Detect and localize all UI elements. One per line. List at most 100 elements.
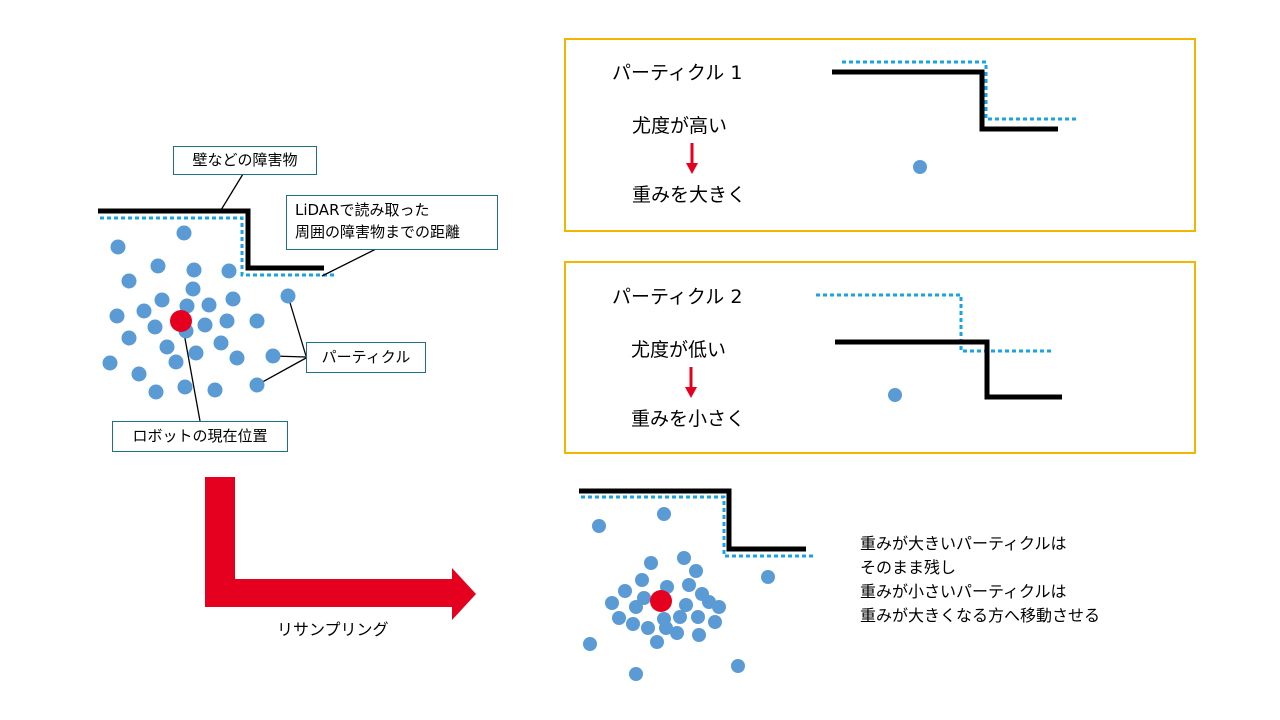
lidar-reading-panel-2: [816, 293, 1052, 353]
particle: [618, 584, 632, 598]
robot-position-marker-resampled: [650, 590, 672, 612]
particle: [641, 621, 655, 635]
resampling-arrow: [205, 477, 476, 620]
panel-2-weight: 重みを小さく: [631, 408, 746, 430]
description-line-1: 重みが大きいパーティクルは: [860, 534, 1067, 553]
left-scene: [98, 173, 379, 422]
particle: [692, 628, 706, 642]
particle: [265, 348, 281, 364]
panel-1-likelihood: 尤度が高い: [632, 115, 728, 137]
obstacle-label: 壁などの障害物: [192, 151, 298, 169]
particle-label: パーティクル: [321, 348, 411, 366]
particle: [185, 281, 201, 297]
particle: [168, 354, 184, 370]
particle: [612, 611, 626, 625]
particle: [708, 615, 722, 629]
particle: [249, 313, 265, 329]
panel-2-scene: [685, 293, 1062, 402]
particle: [213, 335, 229, 351]
particle: [677, 551, 691, 565]
lidar-reading-panel-1: [842, 60, 1078, 121]
particle-1-marker: [913, 160, 927, 174]
particle: [110, 239, 126, 255]
callout-line-robot: [181, 321, 201, 422]
particle: [219, 313, 235, 329]
callout-line-lidar: [321, 247, 379, 277]
particle: [207, 382, 223, 398]
panel-1-weight: 重みを大きく: [632, 184, 747, 206]
particle: [121, 330, 137, 346]
arrow-head-panel-1: [686, 163, 698, 174]
lidar-label-line-2: 周囲の障害物までの距離: [295, 223, 461, 241]
particle: [229, 350, 245, 366]
particle: [201, 297, 217, 313]
robot-position-marker: [170, 310, 192, 332]
particle: [629, 667, 643, 681]
particle: [186, 262, 202, 278]
panel-particle-2: [564, 261, 1196, 454]
wall-obstacle-panel-2: [835, 339, 1062, 400]
robot-callout: ロボットの現在位置: [112, 421, 288, 452]
particle: [154, 292, 170, 308]
resampled-scene: [579, 488, 814, 681]
particle: [280, 288, 296, 304]
lidar-reading-resampled: [581, 495, 814, 558]
resampled-particles: [583, 507, 775, 681]
particle: [147, 319, 163, 335]
particle: [136, 303, 152, 319]
particle: [689, 564, 703, 578]
callout-line-obstacle: [220, 173, 244, 211]
callout-line-particle-1: [287, 295, 307, 357]
lidar-label-line-1: LiDARで読み取った: [295, 201, 430, 219]
panel-1-scene: [686, 60, 1078, 174]
particle: [102, 355, 118, 371]
particle: [148, 384, 164, 400]
wall-obstacle-resampled: [579, 488, 806, 552]
particle: [249, 377, 265, 393]
obstacle-callout: 壁などの障害物: [173, 146, 317, 175]
callout-line-particle-3: [256, 357, 307, 386]
particle: [583, 637, 597, 651]
wall-obstacle-left: [98, 208, 324, 271]
particle: [673, 610, 687, 624]
particle: [682, 578, 696, 592]
panel-2-likelihood: 尤度が低い: [631, 339, 727, 361]
wall-obstacle-panel-1: [832, 69, 1058, 132]
particle: [712, 600, 726, 614]
particle: [635, 573, 649, 587]
particle: [188, 345, 204, 361]
particle: [225, 291, 241, 307]
particle: [650, 635, 664, 649]
particle: [637, 591, 651, 605]
particle-callout: パーティクル: [306, 342, 426, 373]
particle: [670, 626, 684, 640]
particle: [605, 596, 619, 610]
particle-2-marker: [888, 388, 902, 402]
panel-particle-1: [564, 38, 1196, 232]
particle: [679, 598, 693, 612]
left-particles: [102, 225, 296, 400]
robot-label: ロボットの現在位置: [132, 427, 268, 445]
particle: [221, 263, 237, 279]
particle: [659, 621, 673, 635]
description-line-4: 重みが大きくなる方へ移動させる: [860, 606, 1101, 625]
description-line-2: そのまま残し: [860, 558, 957, 577]
particle: [761, 570, 775, 584]
description-line-3: 重みが小さいパーティクルは: [860, 582, 1067, 601]
particle: [197, 317, 213, 333]
particle: [691, 610, 705, 624]
particle: [644, 556, 658, 570]
lidar-callout: LiDARで読み取った 周囲の障害物までの距離: [286, 195, 498, 250]
particle: [131, 366, 147, 382]
particle: [121, 273, 137, 289]
lidar-reading-left: [100, 216, 334, 277]
particle: [592, 519, 606, 533]
particle: [159, 339, 175, 355]
particle: [657, 507, 671, 521]
particle: [176, 225, 192, 241]
particle: [150, 258, 166, 274]
resampling-description: 重みが大きいパーティクルは そのまま残し 重みが小さいパーティクルは 重みが大き…: [860, 532, 1100, 628]
arrow-head-panel-2: [685, 387, 697, 398]
particle: [179, 298, 195, 314]
